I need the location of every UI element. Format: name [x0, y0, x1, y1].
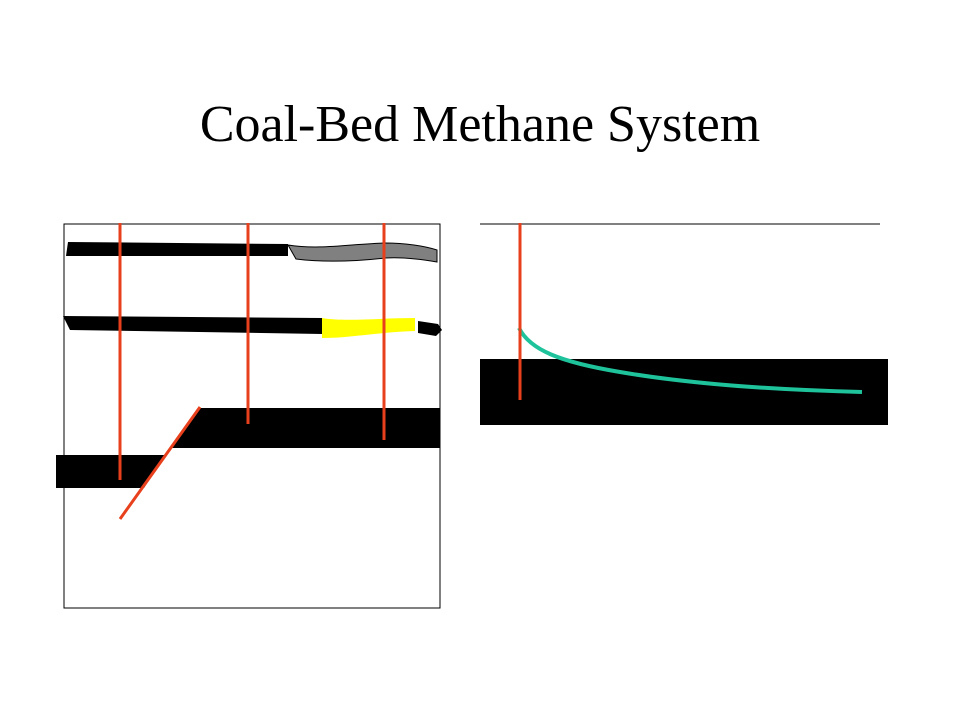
lower-coal-seam-upthrown: [170, 408, 440, 448]
coal-seam-end: [418, 321, 442, 336]
well-detail-panel: [480, 223, 888, 425]
weathered-coal-segment: [288, 243, 437, 262]
gas-pocket: [322, 318, 415, 338]
middle-coal-seam: [63, 316, 322, 334]
cross-section-panel: [56, 223, 442, 608]
upper-coal-seam: [66, 242, 288, 256]
lower-coal-seam-downthrown: [56, 455, 165, 488]
